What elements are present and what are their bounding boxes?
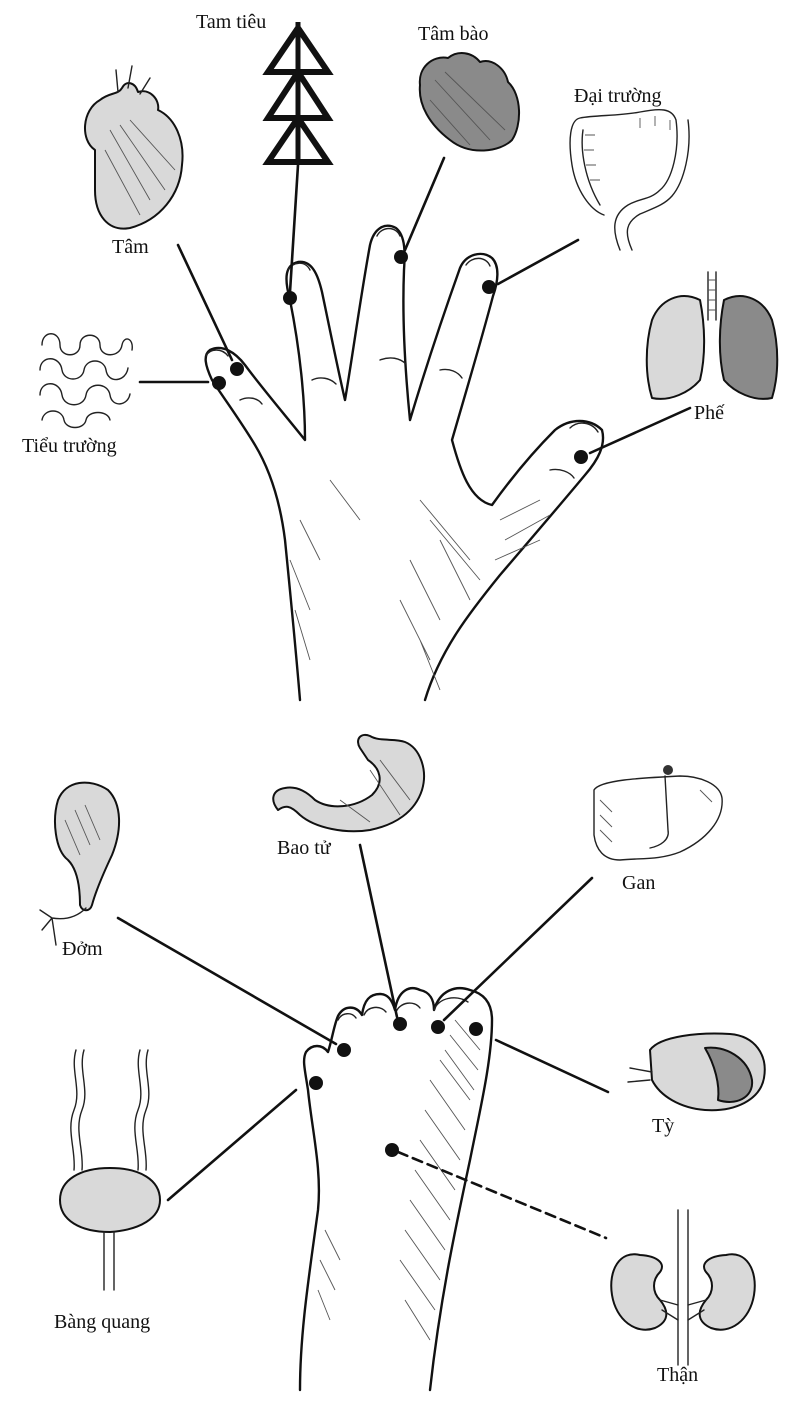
small-intestine-icon [40, 334, 132, 428]
point-phe [574, 450, 588, 464]
foot-illustration [300, 988, 492, 1390]
bladder-icon [60, 1050, 160, 1290]
hand-illustration [206, 226, 603, 700]
label-dai-truong: Đại trường [574, 86, 662, 106]
large-intestine-icon [570, 110, 689, 250]
spleen-icon [628, 1034, 765, 1111]
label-tam-tieu: Tam tiêu [196, 12, 266, 32]
foot-points [309, 1017, 483, 1157]
lungs-icon [647, 272, 778, 399]
label-dom: Đởm [62, 939, 103, 959]
point-bang-quang [309, 1076, 323, 1090]
point-dai-truong [482, 280, 496, 294]
foot-leader-lines [118, 845, 608, 1238]
tam-tieu-triangle-symbol [268, 22, 328, 165]
liver-icon [594, 765, 722, 860]
label-gan: Gan [622, 873, 655, 893]
stomach-icon [273, 735, 424, 831]
label-tam-bao: Tâm bào [418, 24, 489, 44]
label-phe: Phế [694, 403, 724, 423]
point-ty [469, 1022, 483, 1036]
label-bao-tu: Bao tử [277, 838, 331, 858]
pericardium-icon [420, 53, 519, 150]
point-tam-bao [394, 250, 408, 264]
heart-icon [85, 66, 183, 229]
point-than [385, 1143, 399, 1157]
point-tieu-truong [212, 376, 226, 390]
label-tieu-truong: Tiểu trường [22, 436, 117, 456]
hand-leader-lines [140, 158, 690, 453]
label-bang-quang: Bàng quang [54, 1312, 150, 1332]
point-gan [431, 1020, 445, 1034]
point-dom [337, 1043, 351, 1057]
hand-points [212, 250, 588, 464]
label-than: Thận [657, 1365, 698, 1385]
point-tam [230, 362, 244, 376]
gallbladder-icon [40, 783, 119, 945]
label-ty: Tỳ [652, 1116, 674, 1136]
kidneys-icon [611, 1210, 755, 1365]
label-tam: Tâm [112, 237, 149, 257]
point-bao-tu [393, 1017, 407, 1031]
